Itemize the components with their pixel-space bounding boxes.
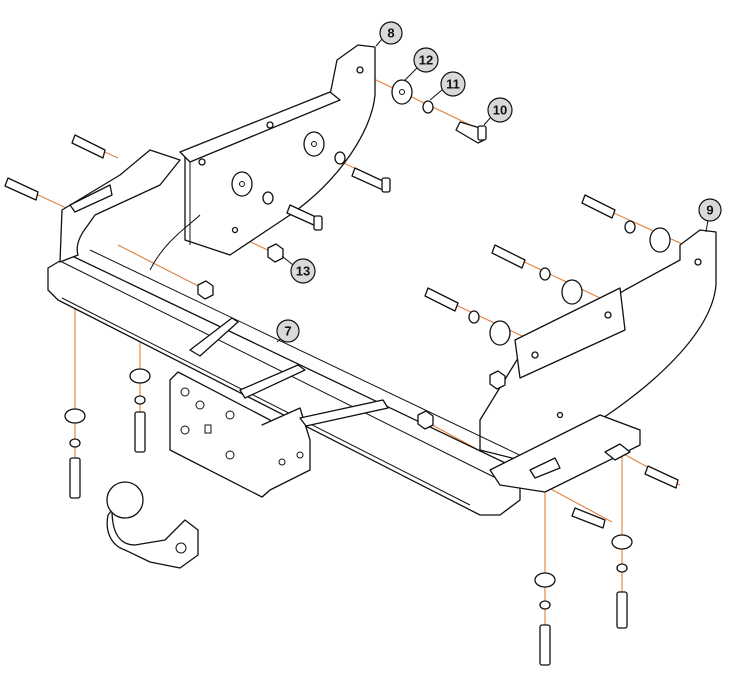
bolts bbox=[4, 121, 679, 666]
callout-7: 7 bbox=[276, 319, 300, 343]
callout-8-label: 8 bbox=[387, 26, 394, 41]
callout-10-label: 10 bbox=[493, 103, 507, 118]
towball-mount-plate bbox=[169, 317, 389, 498]
callout-12: 12 bbox=[404, 47, 439, 81]
left-mounting-bracket bbox=[149, 44, 376, 271]
callout-13: 13 bbox=[281, 255, 316, 284]
washers bbox=[64, 79, 671, 610]
nuts bbox=[197, 243, 506, 430]
callout-9: 9 bbox=[698, 198, 722, 233]
callout-11-label: 11 bbox=[446, 77, 460, 92]
callout-8: 8 bbox=[375, 21, 403, 47]
callout-9-label: 9 bbox=[706, 203, 713, 218]
callout-10: 10 bbox=[483, 97, 513, 126]
callout-11: 11 bbox=[429, 71, 466, 101]
tow-ball-neck bbox=[106, 481, 199, 569]
right-mounting-bracket bbox=[479, 229, 717, 461]
callout-13-label: 13 bbox=[296, 264, 310, 279]
callout-12-label: 12 bbox=[419, 53, 433, 68]
callout-7-label: 7 bbox=[284, 324, 291, 339]
